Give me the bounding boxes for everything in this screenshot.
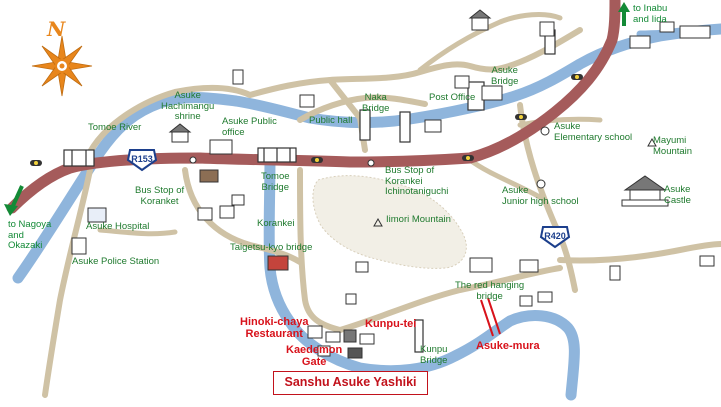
label-red-hanging-bridge: The red hanging bridge bbox=[455, 280, 525, 302]
road-west bbox=[87, 84, 253, 155]
label-tomoe-river: Tomoe River bbox=[88, 122, 142, 133]
post-office-icon bbox=[481, 85, 503, 101]
west-bridge-icon bbox=[63, 149, 95, 167]
public-office-icon bbox=[209, 139, 233, 155]
road-south-e bbox=[337, 265, 563, 333]
naka-bridge-icon bbox=[359, 109, 371, 141]
monument-icon bbox=[232, 69, 244, 85]
road-school bbox=[517, 116, 603, 128]
label-bus-stop-koranket: Bus Stop of Koranket bbox=[135, 185, 185, 207]
label-police-station: Asuke Police Station bbox=[72, 256, 160, 267]
road-korankei bbox=[297, 167, 343, 333]
castle-icon bbox=[621, 175, 669, 207]
label-asuke-mura: Asuke-mura bbox=[476, 340, 540, 352]
mountain-icons bbox=[373, 137, 657, 227]
bus-stop-ichinotaniguchi-icon bbox=[367, 159, 375, 167]
bridges bbox=[63, 29, 556, 353]
label-public-hall: Public hall bbox=[309, 115, 353, 126]
label-korankei: Korankei bbox=[257, 218, 295, 229]
kunpu-bridge-icon bbox=[414, 319, 424, 353]
svg-text:R420: R420 bbox=[544, 231, 566, 241]
compass-north-label: N bbox=[47, 17, 66, 41]
tomoe-bridge-icon bbox=[257, 147, 297, 163]
direction-arrows bbox=[4, 2, 630, 216]
road-southwest bbox=[42, 167, 93, 398]
label-naka-bridge: Naka Bridge bbox=[362, 92, 390, 114]
label-elementary-school: Asuke Elementary school bbox=[554, 121, 633, 143]
map-title: Sanshu Asuke Yashiki bbox=[273, 371, 428, 395]
label-kunpu-bridge: Kunpu Bridge bbox=[420, 344, 448, 366]
road-south-w bbox=[182, 167, 303, 265]
direction-inabu-iida: to Inabu and Iida bbox=[633, 3, 668, 25]
mayumi-mountain-icon bbox=[647, 137, 657, 147]
elementary-school-icon bbox=[540, 126, 550, 136]
label-asuke-castle: Asuke Castle bbox=[664, 184, 691, 206]
r153-shield-icon: R153 bbox=[126, 149, 158, 172]
compass-rose-icon bbox=[31, 35, 93, 97]
label-public-office: Asuke Public office bbox=[222, 116, 277, 138]
route-shields: R153 R420 bbox=[126, 149, 571, 249]
temple-icon bbox=[468, 9, 492, 31]
iimori-mountain-icon bbox=[373, 217, 383, 227]
label-tomoe-bridge: Tomoe Bridge bbox=[261, 171, 290, 193]
road-north-loop bbox=[247, 27, 583, 98]
road-center bbox=[297, 94, 428, 123]
public-hall-bridge-icon bbox=[399, 111, 411, 143]
hachimangu-shrine-icon bbox=[168, 123, 192, 143]
road-jr bbox=[467, 157, 548, 203]
taigetsu-bridge-icon bbox=[267, 255, 289, 271]
arrow-southwest-icon bbox=[4, 185, 24, 216]
label-iimori-mountain: Iimori Mountain bbox=[386, 214, 451, 225]
asuke-yashiki-cluster bbox=[307, 261, 553, 359]
bus-stop-koranket-icon bbox=[189, 156, 197, 164]
label-bus-stop-ichinotaniguchi: Bus Stop of Korankei Ichinotaniguchi bbox=[385, 165, 449, 197]
road-ne bbox=[417, 12, 563, 73]
road-r420 bbox=[517, 102, 578, 293]
road-east bbox=[557, 241, 721, 264]
junior-high-icon bbox=[536, 179, 546, 189]
label-asuke-bridge: Asuke Bridge bbox=[491, 65, 519, 87]
label-kunpu-tei: Kunpu-tei bbox=[365, 318, 417, 330]
label-asuke-hospital: Asuke Hospital bbox=[86, 221, 150, 232]
svg-text:R153: R153 bbox=[131, 154, 153, 164]
road-hospital bbox=[97, 227, 178, 237]
label-kaedemon-gate: Kaedemon Gate bbox=[286, 344, 343, 368]
label-hachimangu: Asuke Hachimangu shrine bbox=[161, 90, 215, 122]
r420-shield-icon: R420 bbox=[539, 226, 571, 249]
red-hanging-bridge-icon bbox=[480, 297, 501, 337]
label-mayumi-mountain: Mayumi Mountain bbox=[653, 135, 693, 157]
label-hinoki-chaya: Hinoki-chaya Restaurant bbox=[240, 316, 309, 340]
buildings bbox=[71, 9, 715, 281]
bus-stops bbox=[189, 156, 375, 167]
label-post-office: Post Office bbox=[429, 92, 476, 103]
police-station-icon bbox=[71, 237, 87, 255]
direction-nagoya-okazaki: to Nagoya and Okazaki bbox=[8, 219, 52, 251]
label-junior-high-school: Asuke Junior high school bbox=[502, 185, 579, 207]
iimori-mountain-area bbox=[312, 175, 467, 269]
roads bbox=[42, 12, 721, 398]
traffic-signals bbox=[30, 74, 583, 166]
hospital-icon bbox=[87, 207, 107, 223]
label-taigetsu-kyo-bridge: Taigetsu-kyo bridge bbox=[230, 242, 313, 253]
arrow-north-icon bbox=[618, 2, 630, 26]
